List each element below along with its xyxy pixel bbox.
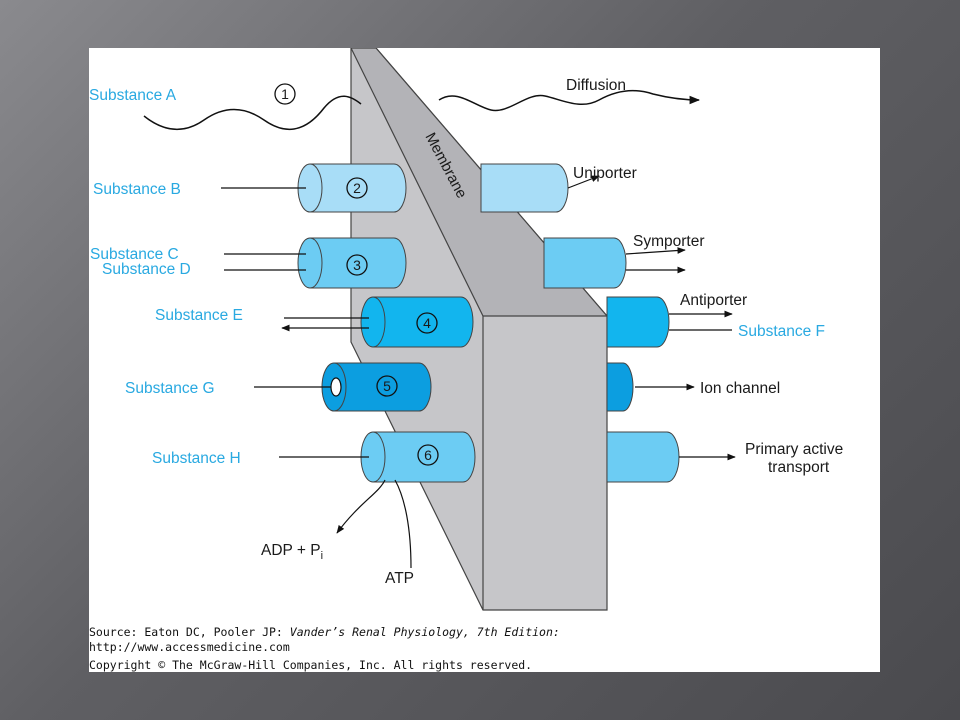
step-3-circle [346, 254, 368, 276]
pump-cylinder-front [372, 431, 476, 483]
antiporter-label: Antiporter [680, 292, 747, 309]
antiporter-cylinder-back [606, 296, 670, 348]
uniporter-row: 2 Substance B Uniporter [93, 163, 637, 213]
step-3-number: 3 [353, 257, 361, 273]
substance-f-label: Substance F [738, 323, 825, 340]
ion-channel-row: 5 Substance G Ion channel [125, 362, 780, 412]
substance-e-label: Substance E [155, 307, 243, 324]
atp-label: ATP [385, 570, 414, 587]
adp-arrow [336, 479, 386, 534]
uniporter-label: Uniporter [573, 165, 637, 182]
primary-active-row: 6 Substance H Primary active transport A… [152, 431, 843, 587]
primary-active-label-line1: Primary active [745, 441, 843, 458]
symporter-arrow-out-1 [625, 247, 686, 255]
diffusion-wave-right [438, 89, 701, 112]
source-line-2: http://www.accessmedicine.com [89, 640, 290, 654]
substance-g-label: Substance G [125, 380, 215, 397]
step-4-number: 4 [423, 315, 431, 331]
atp-arrow [394, 479, 412, 569]
step-5-number: 5 [383, 378, 391, 394]
step-4-circle [416, 312, 438, 334]
antiporter-cylinder-end [360, 296, 386, 348]
ion-channel-label: Ion channel [700, 380, 780, 397]
step-1-number: 1 [281, 86, 289, 102]
uniporter-cylinder-back [480, 163, 569, 213]
source-line-1: Source: Eaton DC, Pooler JP: Vander’s Re… [89, 625, 560, 639]
ion-channel-cylinder-back [606, 362, 634, 412]
step-1-circle [274, 83, 296, 105]
step-6-number: 6 [424, 447, 432, 463]
substance-b-label: Substance B [93, 181, 181, 198]
symporter-row: 3 Substance C Substance D Symporter [90, 233, 705, 289]
diffusion-wave-left [143, 95, 362, 131]
symporter-label: Symporter [633, 233, 705, 250]
figure-panel: Membrane Substance A 1 Diffusion 2 Subst… [89, 48, 880, 672]
substance-d-label: Substance D [102, 261, 191, 278]
source-credit: Source: Eaton DC, Pooler JP: Vander’s Re… [89, 625, 560, 672]
substance-h-label: Substance H [152, 450, 241, 467]
symporter-cylinder-back [543, 237, 627, 289]
step-5-circle [376, 375, 398, 397]
substance-c-label: Substance C [90, 246, 179, 263]
pump-cylinder-back [606, 431, 680, 483]
uniporter-arrow-out [567, 175, 600, 189]
antiporter-row: 4 Substance E Antiporter Substance F [155, 292, 825, 348]
step-6-circle [417, 444, 439, 466]
primary-active-label-line2: transport [768, 459, 830, 476]
uniporter-cylinder-front [309, 163, 407, 213]
diffusion-label: Diffusion [566, 77, 626, 94]
substance-a-label: Substance A [89, 87, 177, 104]
ion-channel-pore [330, 377, 342, 397]
symporter-cylinder-end [297, 237, 323, 289]
adp-label: ADP + Pi [261, 542, 323, 562]
step-2-circle [346, 177, 368, 199]
step-2-number: 2 [353, 180, 361, 196]
ion-channel-cylinder-front [333, 362, 432, 412]
source-line-3: Copyright © The McGraw-Hill Companies, I… [89, 658, 532, 672]
antiporter-cylinder-front [372, 296, 474, 348]
symporter-cylinder-front [309, 237, 407, 289]
diffusion-path: Substance A 1 Diffusion [89, 77, 701, 131]
membrane-transport-diagram: Membrane Substance A 1 Diffusion 2 Subst… [89, 48, 843, 672]
